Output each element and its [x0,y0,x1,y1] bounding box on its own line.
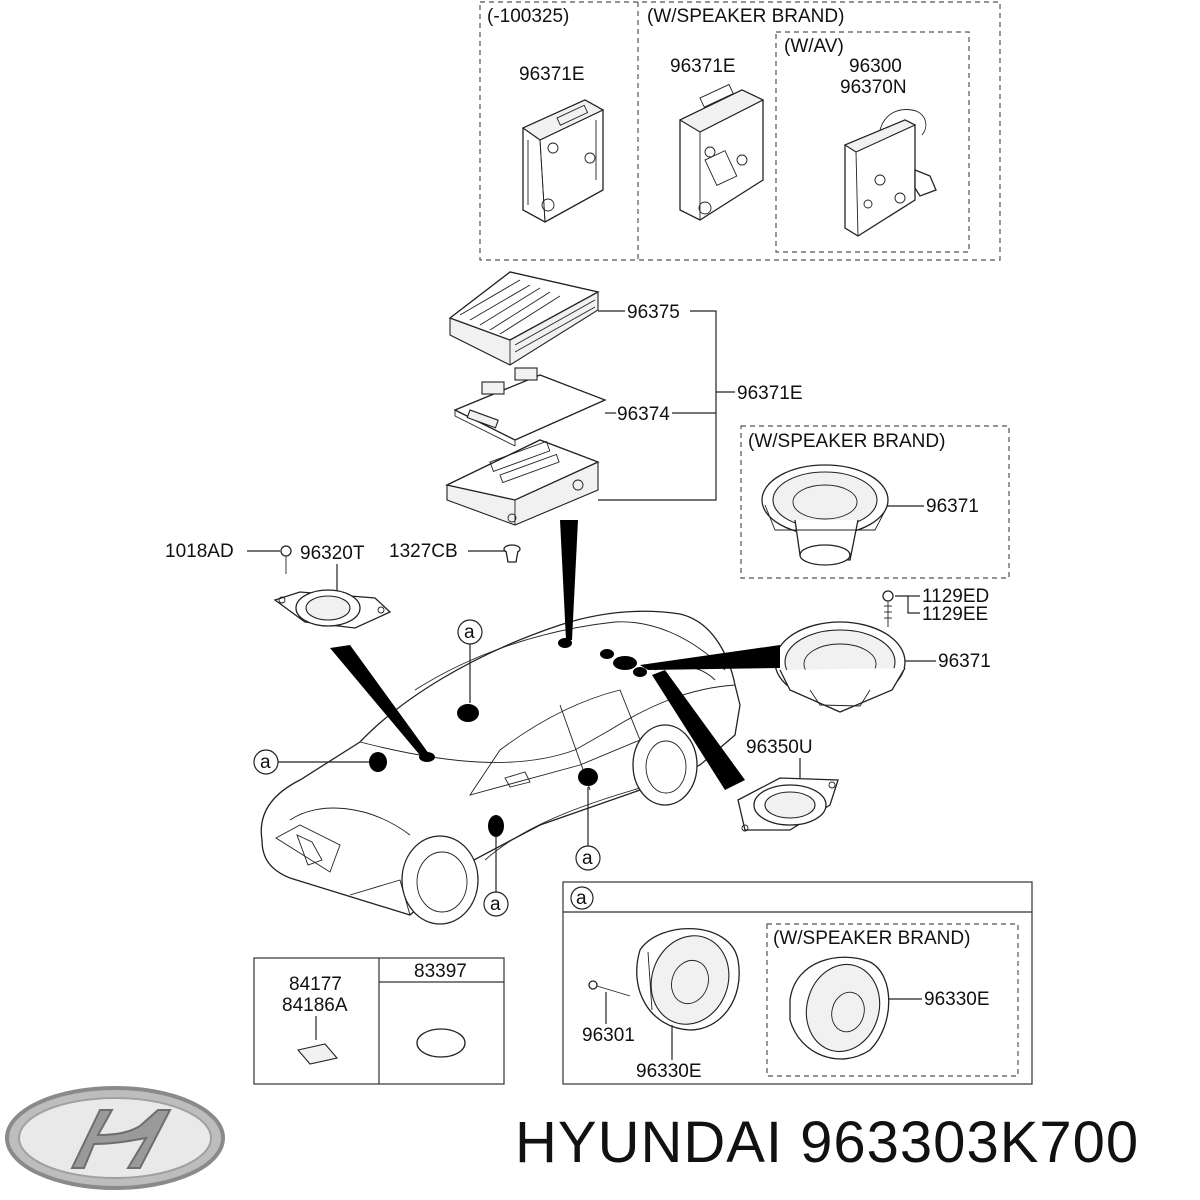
dash-speaker-spot [369,752,387,772]
brand-woofer-note: (W/SPEAKER BRAND) [748,431,945,452]
amp-base-drawing [445,439,600,526]
screw-b-label: 1129EE [922,604,988,625]
amp-early-label: 96371E [519,64,585,85]
av-unit-label-2: 96370N [840,77,907,98]
pads-panel: 84177 84186A 83397 [253,957,505,1085]
amp-exploded-assembly: 96375 96371E 96374 [445,271,803,526]
pad-3-label: 83397 [414,961,467,982]
amp-variants-panel: (-100325) (W/SPEAKER BRAND) (W/AV) 96371… [479,1,1001,261]
detail-a-brand-note: (W/SPEAKER BRAND) [773,928,970,949]
av-note: (W/AV) [784,36,844,57]
rear-tweeter-label: 96350U [746,737,813,758]
round-pad-drawing [416,1028,466,1058]
front-screw-drawing [280,545,292,574]
amp-brand-label: 96371E [670,56,736,77]
rear-woofer-drawing [774,621,906,713]
clip-group: 1327CB [389,541,521,563]
rear-woofer-label: 96371 [938,651,991,672]
detail-a-badge-letter: a [576,888,587,909]
rear-woofer-group: 1129ED 1129EE 96371 [774,586,991,713]
brand-woofer-drawing [761,464,889,566]
speaker-brand-note: (W/SPEAKER BRAND) [647,6,844,27]
front-screw-label: 1018AD [165,541,234,562]
car-drawing [260,610,741,925]
door-speaker-drawing [636,927,740,1031]
front-tweeter-group: 1018AD 96320T [165,541,392,629]
amp-early-drawing [521,99,605,223]
location-arrows [330,520,780,790]
hyundai-logo [5,1086,225,1190]
front-tweeter-drawing [273,589,392,629]
amp-cover-drawing [448,271,600,366]
screw-a-label: 1129ED [922,586,989,607]
woofer-screw-drawing [882,590,894,627]
amp-board-label: 96374 [617,404,670,425]
amp-cover-label: 96375 [627,302,680,323]
av-unit-drawing [843,109,937,237]
door-speaker-brand-drawing [789,956,890,1060]
callout-a-rear-door-letter: a [582,848,593,869]
clip-drawing [503,544,521,563]
pad-2-label: 84186A [282,995,348,1016]
callout-a-dash-letter: a [260,752,271,773]
tweeter-label: 96320T [300,543,365,564]
rear-tweeter-group: 96350U [737,737,839,832]
front-door-speaker-spot [488,815,504,837]
detail-a-panel: a (W/SPEAKER BRAND) 96301 96330E 96330E [562,881,1033,1085]
square-pad-drawing [296,1043,339,1065]
amp-brand-drawing [678,83,765,221]
roof-speaker-spot [457,704,479,722]
clip-label: 1327CB [389,541,458,562]
brand-name: HYUNDAI [515,1110,784,1175]
door-screw-label: 96301 [582,1025,635,1046]
early-amp-note: (-100325) [487,6,569,27]
door-speaker-label: 96330E [636,1061,702,1082]
door-screw-drawing [588,980,631,997]
brand-woofer-label: 96371 [926,496,979,517]
rear-door-speaker-spot [578,768,598,786]
detail-a-badge [570,886,594,910]
brand-part-caption: HYUNDAI 963303K700 [515,1103,1195,1183]
callout-a-roof-letter: a [464,622,475,643]
callouts: a a a a [253,619,601,917]
av-unit-label-1: 96300 [849,56,902,77]
brand-woofer-panel: (W/SPEAKER BRAND) 96371 [740,425,1010,579]
door-speaker-brand-label: 96330E [924,989,990,1010]
part-number: 963303K700 [800,1110,1140,1175]
amp-board-drawing [453,367,607,447]
pad-1-label: 84177 [289,974,342,995]
amp-assembly-label: 96371E [737,383,803,404]
rear-tweeter-drawing [737,777,839,832]
callout-a-front-door-letter: a [490,894,501,915]
